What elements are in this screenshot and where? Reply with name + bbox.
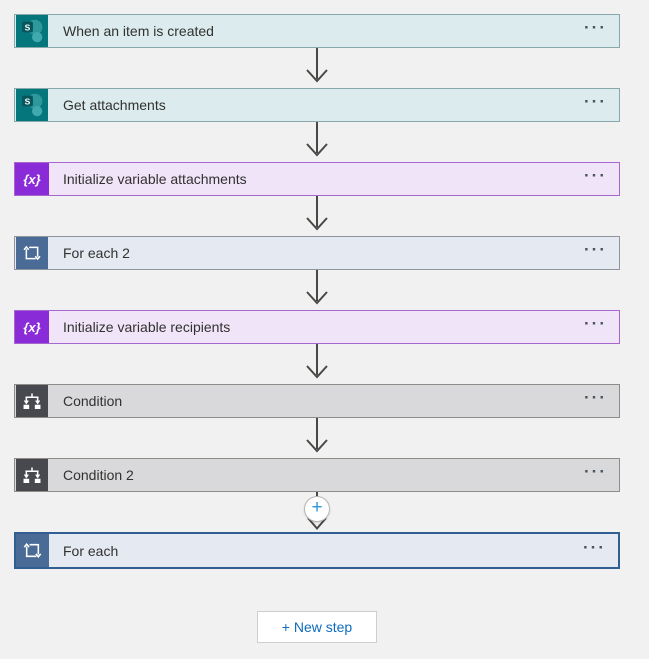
foreach-loop-icon — [16, 534, 49, 567]
action-title: For each 2 — [63, 245, 130, 261]
action-card-get-attachments[interactable]: S Get attachments ··· — [14, 88, 620, 122]
more-actions-menu[interactable]: ··· — [584, 18, 607, 37]
condition-branch-icon — [15, 459, 49, 491]
new-step-row: + New step — [14, 611, 620, 643]
connector-arrow — [14, 122, 620, 162]
action-title: Condition 2 — [63, 467, 134, 483]
connector-arrow — [14, 196, 620, 236]
action-title: Get attachments — [63, 97, 166, 113]
action-card-for-each-2[interactable]: For each 2 ··· — [14, 236, 620, 270]
connector-arrow — [14, 344, 620, 384]
action-title: Condition — [63, 393, 123, 409]
connector-arrow — [14, 418, 620, 458]
action-title: Initialize variable recipients — [63, 319, 231, 335]
condition-branch-icon — [15, 385, 49, 417]
flow-step-stack: S When an item is created ··· S — [14, 14, 620, 643]
action-card-initialize-variable-recipients[interactable]: {x} Initialize variable recipients ··· — [14, 310, 620, 344]
sharepoint-icon: S — [15, 89, 49, 121]
action-card-condition[interactable]: Condition ··· — [14, 384, 620, 418]
action-card-initialize-variable-attachments[interactable]: {x} Initialize variable attachments ··· — [14, 162, 620, 196]
action-card-for-each[interactable]: For each ··· — [14, 532, 620, 569]
variable-icon: {x} — [15, 311, 49, 343]
more-actions-menu[interactable]: ··· — [584, 462, 607, 481]
insert-step-button[interactable]: + — [304, 496, 330, 522]
action-card-condition-2[interactable]: Condition 2 ··· — [14, 458, 620, 492]
more-actions-menu[interactable]: ··· — [584, 166, 607, 185]
connector-arrow — [14, 48, 620, 88]
connector-arrow — [14, 270, 620, 310]
svg-text:S: S — [25, 22, 31, 32]
action-card-when-an-item-is-created[interactable]: S When an item is created ··· — [14, 14, 620, 48]
foreach-loop-icon — [15, 237, 49, 269]
more-actions-menu[interactable]: ··· — [584, 92, 607, 111]
svg-text:S: S — [25, 96, 31, 106]
action-title: Initialize variable attachments — [63, 171, 247, 187]
more-actions-menu[interactable]: ··· — [584, 240, 607, 259]
connector-arrow-with-insert: + — [14, 492, 620, 532]
action-title: When an item is created — [63, 23, 214, 39]
new-step-button[interactable]: + New step — [257, 611, 377, 643]
more-actions-menu[interactable]: ··· — [584, 314, 607, 333]
more-actions-menu[interactable]: ··· — [583, 537, 606, 557]
variable-icon: {x} — [15, 163, 49, 195]
sharepoint-icon: S — [15, 15, 49, 47]
action-title: For each — [63, 542, 119, 559]
more-actions-menu[interactable]: ··· — [584, 388, 607, 407]
